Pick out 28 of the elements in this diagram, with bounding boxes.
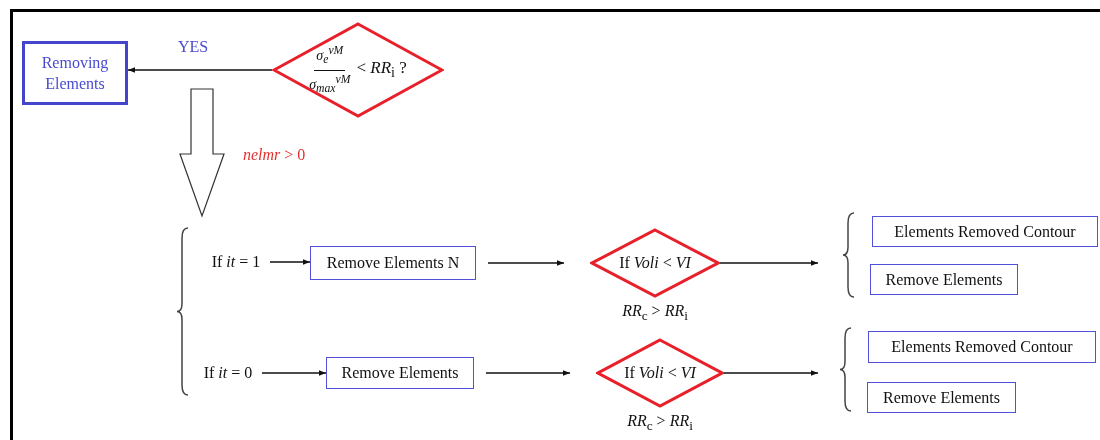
arrow [261,370,327,376]
condition-text: If Voli < VI [619,254,691,272]
box-label: Remove Elements [341,364,459,382]
arrow [719,260,819,266]
box-label: Remove Elements [883,388,1000,407]
process-box [310,246,476,280]
condition-text: If it = 0 [203,364,253,382]
process-box [868,331,1096,363]
process-box [22,41,128,105]
condition-note: RR$_{c}$ > RR$_{i}$ [622,302,688,325]
process-box [872,216,1098,247]
arrow [723,370,819,376]
box-label: Elements Removed Contour [894,222,1076,241]
process-box [867,382,1016,413]
condition-text: If Voli < VI [624,364,696,382]
process-box [326,357,474,389]
condition-note: nelmr > 0 [243,146,306,164]
arrow [487,260,565,266]
condition-text: If it = 1 [211,253,261,271]
process-box [870,264,1018,295]
box-label: Remove Elements [885,270,1003,289]
arrow [127,67,273,73]
condition-note: RR$_{c}$ > RR$_{i}$ [627,412,693,435]
arrow [269,259,311,265]
box-label: Removing Elements [40,53,110,94]
arrow [485,370,571,376]
box-label: Elements Removed Contour [891,338,1073,356]
box-label: Remove Elements N [326,254,460,272]
